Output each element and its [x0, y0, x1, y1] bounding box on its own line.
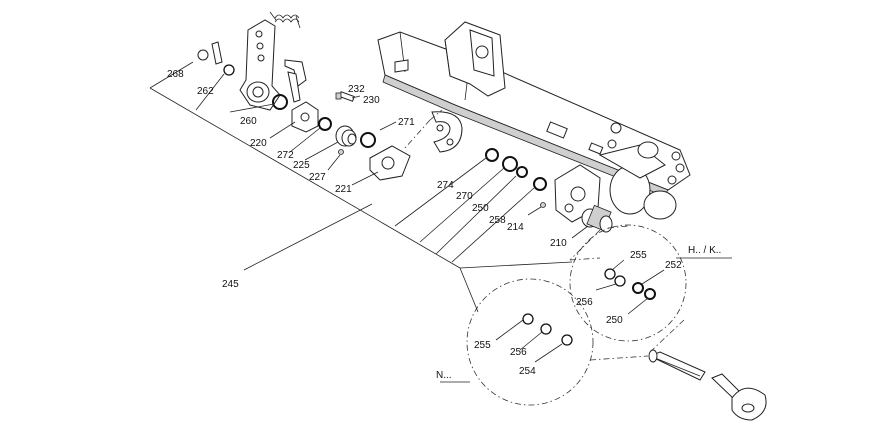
slack-adjuster: [239, 19, 281, 111]
callout-262: 262: [197, 86, 214, 97]
small-parts-left: [197, 41, 235, 76]
detail-circle-hk: [569, 224, 687, 342]
sleeve-210: [581, 204, 613, 233]
callout-268: 268: [167, 69, 184, 80]
axle-bracket: [444, 21, 506, 97]
callout-250-hk: 250: [606, 315, 623, 326]
clevis-lever: [284, 59, 307, 103]
callout-214: 214: [507, 222, 524, 233]
return-spring: [269, 11, 301, 29]
bracket-221: [369, 145, 411, 181]
bushing-225: [335, 125, 357, 147]
leader-lines: [149, 61, 732, 383]
ring-272: [318, 117, 332, 131]
callout-254: 254: [519, 366, 536, 377]
callout-labels: 268 262 260 220 272 225 227 221 232 230 …: [167, 69, 721, 381]
callout-255-n: 255: [474, 340, 491, 351]
callout-272: 272: [277, 150, 294, 161]
detail-circle-n: [466, 278, 594, 406]
bolt-230: [335, 91, 355, 102]
callout-220: 220: [250, 138, 267, 149]
variant-label-n: N...: [436, 370, 452, 381]
callout-245: 245: [222, 279, 239, 290]
grease-nipple-227: [338, 149, 344, 155]
grease-nipple-214: [540, 202, 546, 208]
variant-label-hk: H.. / K..: [688, 245, 721, 256]
callout-221: 221: [335, 184, 352, 195]
ring-271: [360, 132, 376, 148]
axle-spindle: [598, 122, 685, 220]
callout-271: 271: [398, 117, 415, 128]
ring-270: [502, 156, 518, 172]
callout-232: 232: [348, 84, 365, 95]
brake-bracket-plate: [431, 111, 463, 153]
callout-258: 258: [489, 215, 506, 226]
callout-210: 210: [550, 238, 567, 249]
ring-274: [485, 148, 499, 162]
ring-250: [516, 166, 528, 178]
callout-250-main: 250: [472, 203, 489, 214]
callout-227: 227: [309, 172, 326, 183]
callout-255-hk: 255: [630, 250, 647, 261]
callout-252: 252: [665, 260, 682, 271]
callout-225: 225: [293, 160, 310, 171]
callout-260: 260: [240, 116, 257, 127]
ring-258: [533, 177, 547, 191]
callout-256-n: 256: [510, 347, 527, 358]
callout-256-hk: 256: [576, 297, 593, 308]
camshaft-housing: [554, 164, 601, 223]
callout-270: 270: [456, 191, 473, 202]
camshaft: [648, 349, 767, 421]
callout-274: 274: [437, 180, 454, 191]
dashed-connectors: [404, 109, 685, 361]
callout-230: 230: [363, 95, 380, 106]
ring-260: [272, 94, 288, 110]
